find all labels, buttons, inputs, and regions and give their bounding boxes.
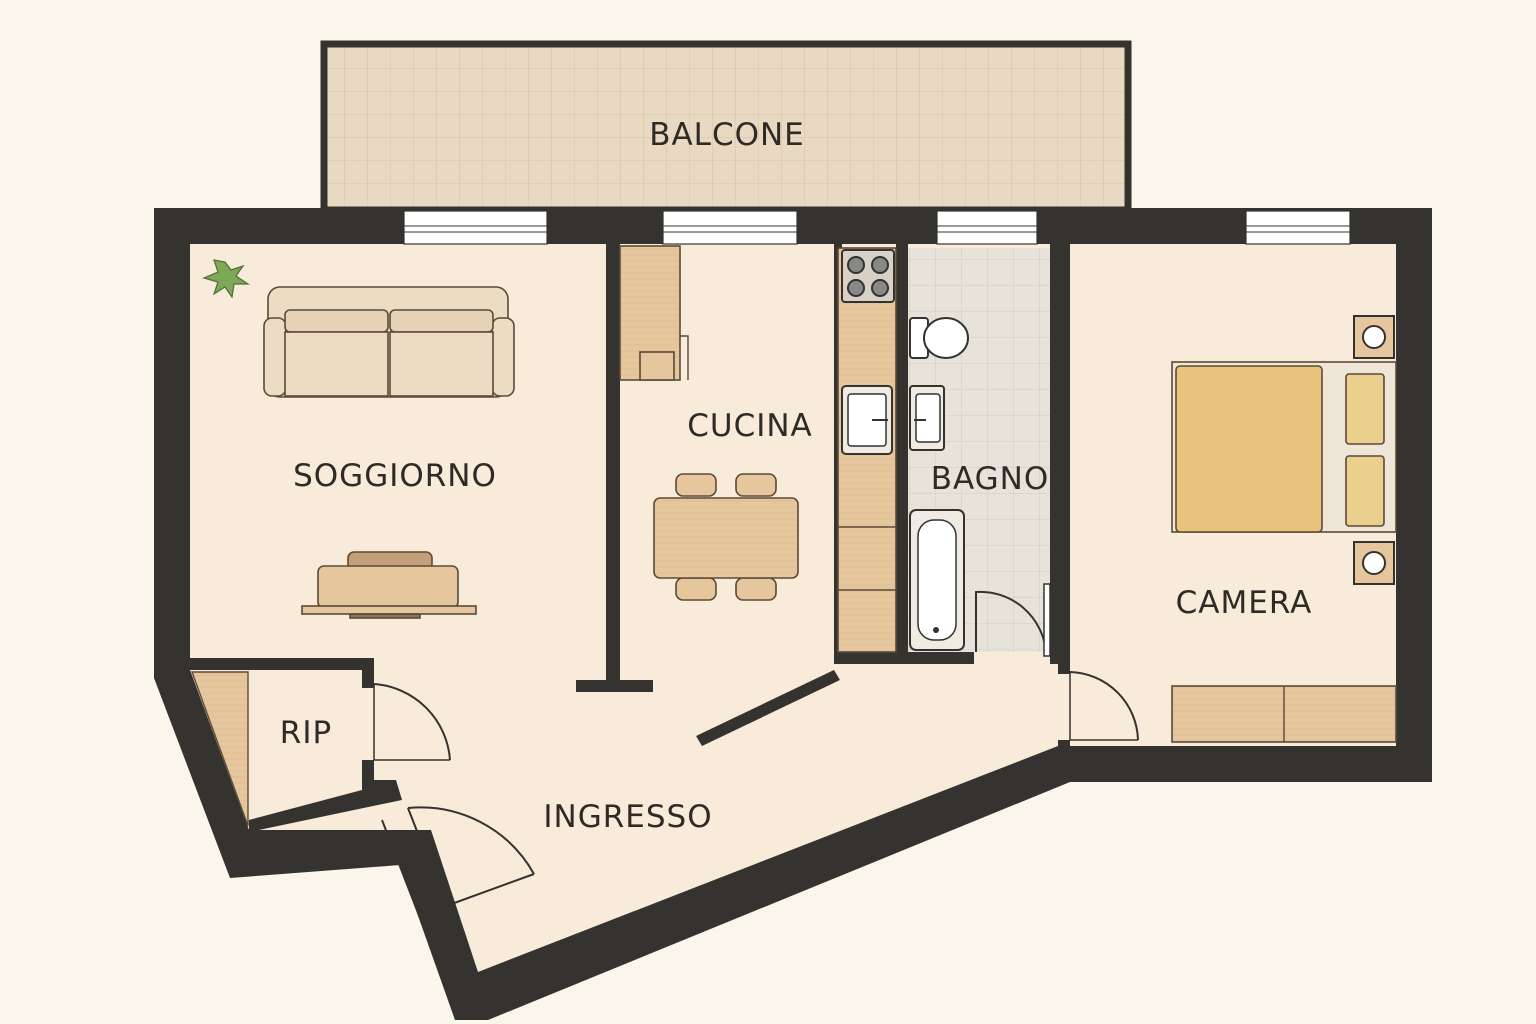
sofa: [263, 286, 515, 398]
outer-walls: [154, 208, 1432, 1020]
toilet-icon: [909, 317, 969, 359]
room-label-balcone: BALCONE: [649, 117, 805, 153]
wardrobe: [1171, 685, 1397, 743]
windows: [403, 210, 1351, 245]
room-label-ingresso: INGRESSO: [543, 799, 712, 835]
kitchen-cabinet: [619, 245, 689, 381]
room-label-camera: CAMERA: [1176, 585, 1313, 621]
nightstand-icon: [1353, 541, 1395, 585]
tv-unit: [301, 551, 477, 619]
bathtub-icon: [909, 509, 965, 651]
door-ripostiglio: [373, 683, 451, 761]
storage-shelf: [191, 671, 249, 827]
door-camera: [1069, 671, 1139, 741]
room-label-cucina: CUCINA: [687, 408, 813, 444]
bed: [1171, 361, 1397, 533]
room-label-bagno: BAGNO: [931, 461, 1050, 497]
entrance-door: [381, 806, 535, 919]
kitchen-sink-icon: [841, 385, 893, 455]
room-label-soggiorno: SOGGIORNO: [293, 458, 497, 494]
balcony: [320, 40, 1132, 214]
cooktop-icon: [841, 249, 895, 303]
door-bathroom: [975, 583, 1051, 657]
room-label-rip: RIP: [280, 715, 332, 751]
nightstand-icon: [1353, 315, 1395, 359]
dining-table: [653, 473, 799, 601]
plant-icon: [202, 259, 250, 299]
washbasin-icon: [909, 385, 945, 451]
